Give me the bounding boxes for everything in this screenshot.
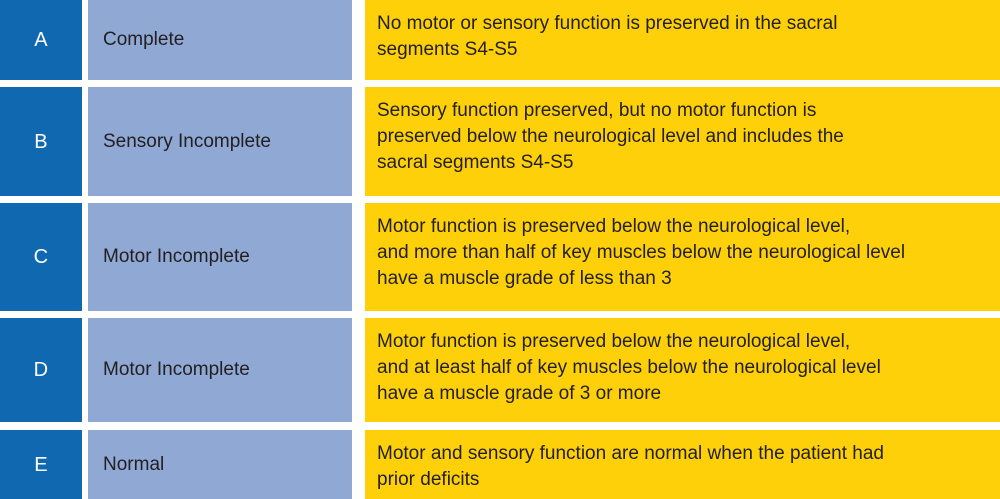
grade-cell-d: D xyxy=(0,318,82,422)
table-row: B Sensory Incomplete Sensory function pr… xyxy=(0,87,1000,196)
grade-cell-b: B xyxy=(0,87,82,196)
grade-cell-c: C xyxy=(0,203,82,311)
impairment-description: Motor and sensory function are normal wh… xyxy=(377,443,884,491)
impairment-description: No motor or sensory function is preserve… xyxy=(377,13,838,61)
grade-letter: A xyxy=(34,29,48,51)
description-cell-b: Sensory function preserved, but no motor… xyxy=(365,87,1000,196)
grade-letter: C xyxy=(33,246,49,268)
grade-letter: E xyxy=(34,453,48,476)
description-cell-e: Motor and sensory function are normal wh… xyxy=(365,430,1000,499)
label-cell-e: Normal xyxy=(88,430,352,499)
impairment-label: Normal xyxy=(103,453,165,475)
grade-letter: D xyxy=(33,359,49,381)
impairment-description: Motor function is preserved below the ne… xyxy=(377,331,881,405)
impairment-label: Motor Incomplete xyxy=(103,246,250,268)
impairment-label: Sensory Incomplete xyxy=(103,130,271,152)
grade-letter: B xyxy=(34,130,48,153)
grade-cell-e: E xyxy=(0,430,82,499)
label-cell-b: Sensory Incomplete xyxy=(88,87,352,196)
table-row: D Motor Incomplete Motor function is pre… xyxy=(0,318,1000,422)
description-cell-c: Motor function is preserved below the ne… xyxy=(365,203,1000,311)
table-row: A Complete No motor or sensory function … xyxy=(0,0,1000,80)
description-cell-a: No motor or sensory function is preserve… xyxy=(365,0,1000,80)
impairment-description: Sensory function preserved, but no motor… xyxy=(377,100,844,174)
label-cell-d: Motor Incomplete xyxy=(88,318,352,422)
grade-cell-a: A xyxy=(0,0,82,80)
impairment-description: Motor function is preserved below the ne… xyxy=(377,216,906,290)
label-cell-a: Complete xyxy=(88,0,352,80)
description-cell-d: Motor function is preserved below the ne… xyxy=(365,318,1000,422)
table-row: E Normal Motor and sensory function are … xyxy=(0,430,1000,499)
label-cell-c: Motor Incomplete xyxy=(88,203,352,311)
table-row: C Motor Incomplete Motor function is pre… xyxy=(0,203,1000,311)
impairment-label: Complete xyxy=(103,29,185,51)
impairment-label: Motor Incomplete xyxy=(103,359,250,381)
